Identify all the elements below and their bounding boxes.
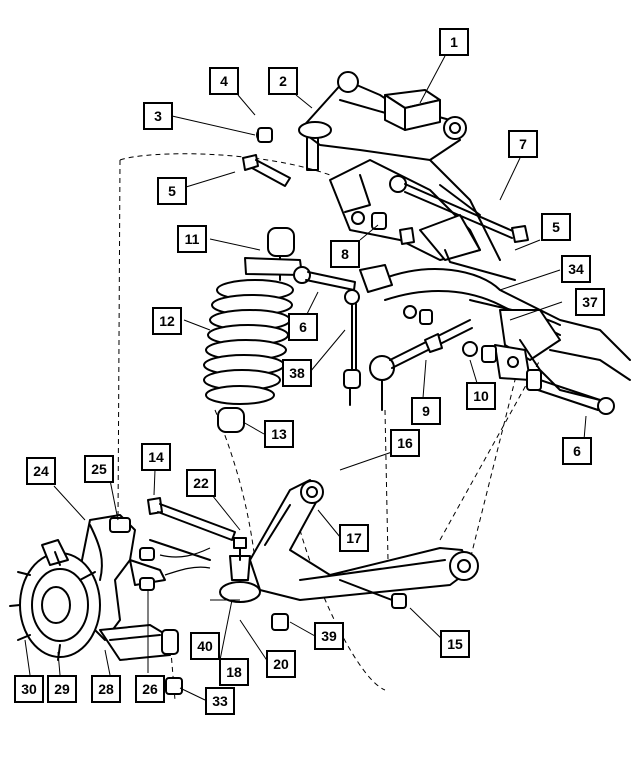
tie-rod bbox=[369, 319, 473, 411]
callout-34: 34 bbox=[561, 255, 591, 283]
nut-39 bbox=[271, 613, 289, 631]
callout-33: 33 bbox=[205, 687, 235, 715]
bolt-6-lower bbox=[526, 369, 615, 415]
upper-arm-bolt bbox=[389, 175, 529, 281]
upper-control-arm bbox=[298, 71, 467, 171]
callout-6-lower: 6 bbox=[562, 437, 592, 465]
callout-30: 30 bbox=[14, 675, 44, 703]
callout-6-upper: 6 bbox=[288, 313, 318, 341]
callout-9: 9 bbox=[411, 397, 441, 425]
callout-15: 15 bbox=[440, 630, 470, 658]
wheel-hub bbox=[9, 539, 101, 661]
nut-33 bbox=[165, 677, 183, 695]
nut-3 bbox=[257, 127, 273, 143]
callout-26: 26 bbox=[135, 675, 165, 703]
frame-bracket bbox=[384, 89, 501, 261]
callout-2: 2 bbox=[268, 67, 298, 95]
callout-18: 18 bbox=[219, 658, 249, 686]
callout-20: 20 bbox=[266, 650, 296, 678]
callout-11: 11 bbox=[177, 225, 207, 253]
callout-7: 7 bbox=[508, 130, 538, 158]
callout-5-right: 5 bbox=[541, 213, 571, 241]
lower-bracket bbox=[99, 624, 179, 661]
bolt-14 bbox=[147, 497, 236, 541]
callout-39: 39 bbox=[314, 622, 344, 650]
callout-16: 16 bbox=[390, 429, 420, 457]
callout-22: 22 bbox=[186, 469, 216, 497]
nuts-26 bbox=[139, 539, 211, 591]
callout-24: 24 bbox=[26, 457, 56, 485]
lower-control-arm bbox=[249, 479, 479, 601]
callout-5-upper: 5 bbox=[157, 177, 187, 205]
leader-lines bbox=[24, 55, 587, 701]
callout-28: 28 bbox=[91, 675, 121, 703]
callout-1: 1 bbox=[439, 28, 469, 56]
callout-13: 13 bbox=[264, 420, 294, 448]
callout-3: 3 bbox=[143, 102, 173, 130]
callout-25: 25 bbox=[84, 455, 114, 483]
callout-17: 17 bbox=[339, 524, 369, 552]
callout-8: 8 bbox=[330, 240, 360, 268]
callout-29: 29 bbox=[47, 675, 77, 703]
bolt-15 bbox=[339, 579, 407, 609]
callout-10: 10 bbox=[466, 382, 496, 410]
callout-40: 40 bbox=[190, 632, 220, 660]
callout-14: 14 bbox=[141, 443, 171, 471]
lower-ball-joint bbox=[219, 537, 261, 603]
callout-37: 37 bbox=[575, 288, 605, 316]
callout-4: 4 bbox=[209, 67, 239, 95]
coil-spring-assembly bbox=[203, 227, 303, 433]
callout-12: 12 bbox=[152, 307, 182, 335]
callout-38: 38 bbox=[282, 359, 312, 387]
frame-crossmember bbox=[329, 159, 631, 401]
sway-bar-link bbox=[343, 264, 393, 406]
bolt-6-upper bbox=[293, 266, 356, 291]
nut-8 bbox=[351, 211, 387, 230]
nuts-10 bbox=[403, 305, 497, 363]
